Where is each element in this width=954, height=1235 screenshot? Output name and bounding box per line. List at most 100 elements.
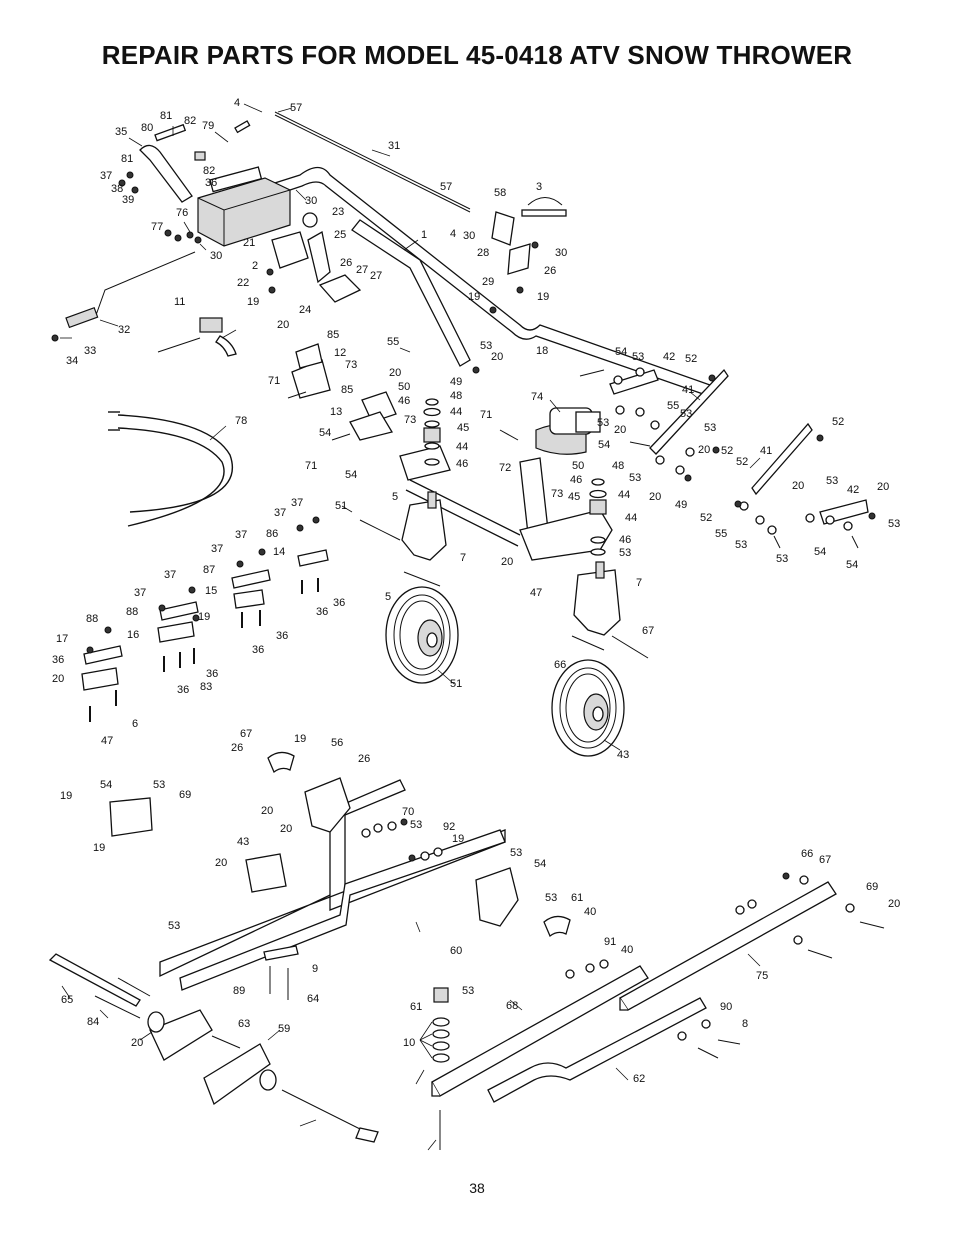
callout: 52 xyxy=(736,456,748,468)
callout: 54 xyxy=(846,559,858,571)
callout: 30 xyxy=(210,250,222,262)
callout: 66 xyxy=(554,659,566,671)
callout: 37 xyxy=(211,543,223,555)
callout: 53 xyxy=(888,518,900,530)
callout: 21 xyxy=(243,237,255,249)
callout: 22 xyxy=(237,277,249,289)
callout: 30 xyxy=(463,230,475,242)
callout: 82 xyxy=(184,115,196,127)
callout: 88 xyxy=(126,606,138,618)
callout: 48 xyxy=(450,390,462,402)
skid-arm-assembly xyxy=(579,367,876,549)
callout: 53 xyxy=(153,779,165,791)
callout: 45 xyxy=(568,491,580,503)
callout: 61 xyxy=(571,892,583,904)
callout: 70 xyxy=(402,806,414,818)
callout: 39 xyxy=(122,194,134,206)
callout: 72 xyxy=(499,462,511,474)
callout: 20 xyxy=(280,823,292,835)
callout: 53 xyxy=(776,553,788,565)
callout: 81 xyxy=(121,153,133,165)
callout: 41 xyxy=(682,384,694,396)
callout: 26 xyxy=(358,753,370,765)
callout: 44 xyxy=(625,512,637,524)
callout: 2 xyxy=(252,260,258,272)
callout: 46 xyxy=(456,458,468,470)
callout: 64 xyxy=(307,993,319,1005)
callout: 20 xyxy=(215,857,227,869)
callout: 35 xyxy=(115,126,127,138)
caster-wheel-right xyxy=(551,561,625,757)
callout: 37 xyxy=(100,170,112,182)
callout: 19 xyxy=(452,833,464,845)
callout: 67 xyxy=(240,728,252,740)
callout: 50 xyxy=(398,381,410,393)
callout: 4 xyxy=(450,228,456,240)
callout: 51 xyxy=(335,500,347,512)
callout: 71 xyxy=(305,460,317,472)
callout: 52 xyxy=(832,416,844,428)
callout: 26 xyxy=(340,257,352,269)
callout: 44 xyxy=(456,441,468,453)
callout: 19 xyxy=(537,291,549,303)
callout: 59 xyxy=(278,1023,290,1035)
callout: 53 xyxy=(510,847,522,859)
callout: 37 xyxy=(274,507,286,519)
callout: 80 xyxy=(141,122,153,134)
caster-wheel-left xyxy=(385,491,459,684)
callout: 53 xyxy=(704,422,716,434)
callout: 48 xyxy=(612,460,624,472)
callout: 50 xyxy=(572,460,584,472)
callout: 54 xyxy=(534,858,546,870)
callout: 47 xyxy=(101,735,113,747)
callout: 5 xyxy=(392,491,398,503)
callout: 28 xyxy=(477,247,489,259)
callout: 68 xyxy=(506,1000,518,1012)
callout: 86 xyxy=(266,528,278,540)
callout: 37 xyxy=(134,587,146,599)
callout: 53 xyxy=(545,892,557,904)
callout: 53 xyxy=(480,340,492,352)
callout: 54 xyxy=(814,546,826,558)
callout: 8 xyxy=(742,1018,748,1030)
callout: 78 xyxy=(235,415,247,427)
callout: 58 xyxy=(494,187,506,199)
callout: 20 xyxy=(131,1037,143,1049)
callout: 53 xyxy=(680,408,692,420)
callout: 49 xyxy=(450,376,462,388)
callout: 19 xyxy=(198,611,210,623)
callout: 13 xyxy=(330,406,342,418)
callout: 65 xyxy=(61,994,73,1006)
callout: 54 xyxy=(598,439,610,451)
callout: 54 xyxy=(319,427,331,439)
callout: 67 xyxy=(642,625,654,637)
callout: 36 xyxy=(276,630,288,642)
callout: 20 xyxy=(649,491,661,503)
callout: 30 xyxy=(555,247,567,259)
callout: 37 xyxy=(291,497,303,509)
callout: 71 xyxy=(268,375,280,387)
callout: 31 xyxy=(388,140,400,152)
callout: 57 xyxy=(440,181,452,193)
callout: 73 xyxy=(551,488,563,500)
page-title: REPAIR PARTS FOR MODEL 45-0418 ATV SNOW … xyxy=(101,40,853,70)
callout: 46 xyxy=(619,534,631,546)
callout: 27 xyxy=(356,264,368,276)
callout: 9 xyxy=(312,963,318,975)
callout: 85 xyxy=(327,329,339,341)
callout: 61 xyxy=(410,1001,422,1013)
callout: 23 xyxy=(332,206,344,218)
callout: 81 xyxy=(160,110,172,122)
callout: 42 xyxy=(663,351,675,363)
callout: 85 xyxy=(341,384,353,396)
callout: 90 xyxy=(720,1001,732,1013)
callout: 52 xyxy=(721,445,733,457)
callout: 19 xyxy=(247,296,259,308)
callout: 91 xyxy=(604,936,616,948)
callout: 36 xyxy=(316,606,328,618)
callout: 54 xyxy=(100,779,112,791)
callout: 53 xyxy=(629,472,641,484)
callout: 56 xyxy=(331,737,343,749)
callout: 3 xyxy=(536,181,542,193)
callout: 84 xyxy=(87,1016,99,1028)
